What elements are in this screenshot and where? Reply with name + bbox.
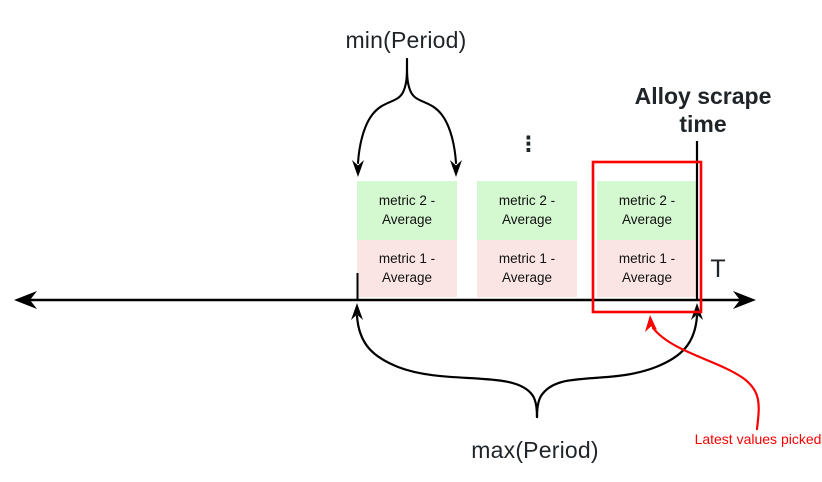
latest-values-arrowhead bbox=[645, 315, 657, 332]
min-right-arrowhead bbox=[450, 160, 462, 177]
min-left-arrowhead bbox=[352, 160, 364, 177]
max-period-label: max(Period) bbox=[471, 437, 599, 463]
metric1-segment: metric 1 - Average bbox=[357, 240, 457, 297]
alloy-scrape-label: Alloy scrape time bbox=[634, 83, 772, 138]
latest-values-arrow bbox=[645, 315, 760, 431]
min-period-label: min(Period) bbox=[345, 27, 467, 53]
max-period-brace bbox=[351, 303, 703, 419]
axis-t-label: T bbox=[710, 255, 726, 283]
metric1-segment: metric 1 - Average bbox=[597, 240, 697, 297]
max-right-arrowhead bbox=[691, 303, 703, 320]
axis-left-arrowhead bbox=[14, 291, 37, 309]
more-samples-ellipsis: ⋮ bbox=[518, 133, 539, 156]
min-period-brace bbox=[352, 57, 462, 177]
metric2-segment: metric 2 - Average bbox=[477, 181, 577, 240]
sample-box-3: metric 2 - Average metric 1 - Average bbox=[597, 181, 697, 297]
axis-right-arrowhead bbox=[733, 291, 756, 309]
latest-values-label: Latest values picked bbox=[694, 431, 822, 447]
sample-box-2: metric 2 - Average metric 1 - Average bbox=[477, 181, 577, 297]
metric2-segment: metric 2 - Average bbox=[597, 181, 697, 240]
max-left-arrowhead bbox=[351, 303, 363, 320]
metric1-segment: metric 1 - Average bbox=[477, 240, 577, 297]
metric2-segment: metric 2 - Average bbox=[357, 181, 457, 240]
sample-box-1: metric 2 - Average metric 1 - Average bbox=[357, 181, 457, 297]
